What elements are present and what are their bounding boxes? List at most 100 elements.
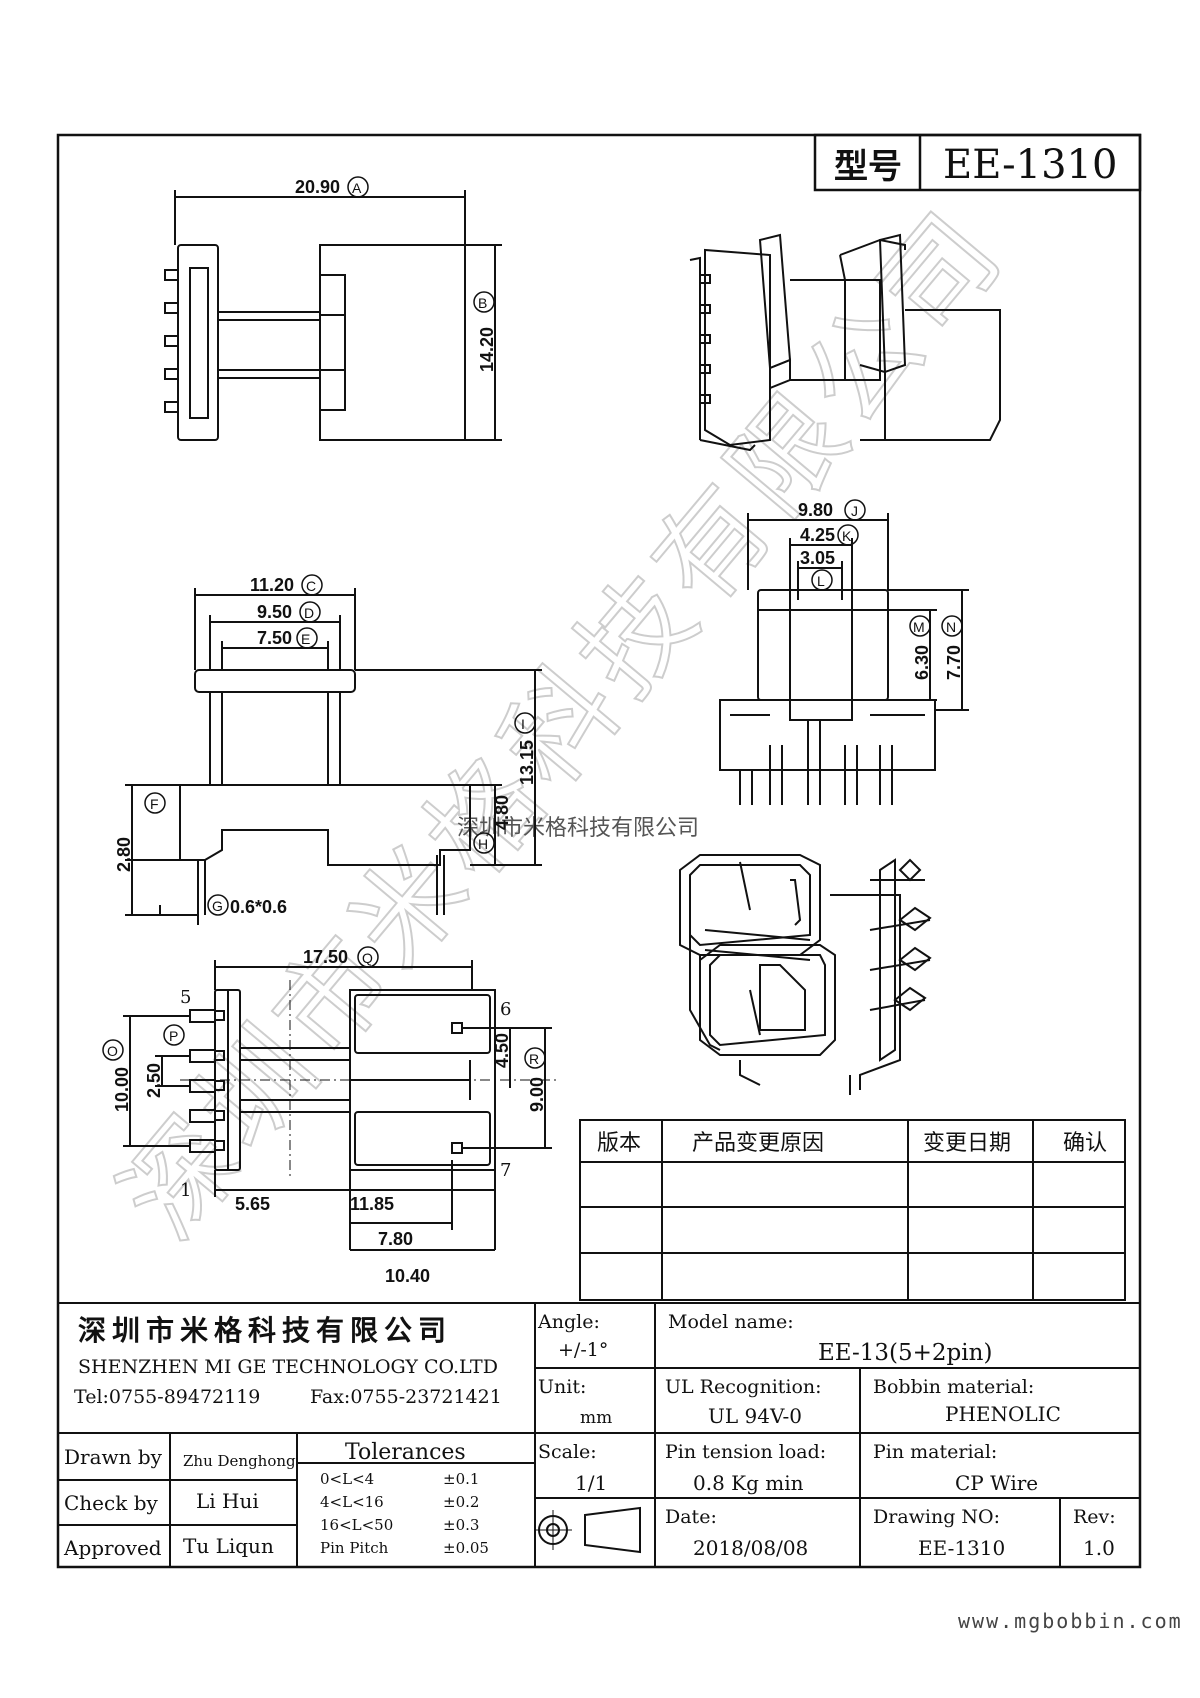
center-watermark: 深圳市米格科技有限公司 (457, 816, 699, 841)
unit-value: mm (580, 1408, 612, 1428)
dim-c: 11.20 (250, 575, 294, 595)
ul-label: UL Recognition: (665, 1376, 822, 1398)
dim-h-tag: H (478, 836, 488, 852)
dim-i: 13.15 (517, 740, 537, 785)
tol-value-0: ±0.1 (443, 1470, 479, 1488)
diagonal-watermark: 深圳市米格科技有限公司 (97, 185, 1029, 1262)
dim-t: 5.65 (235, 1194, 270, 1214)
dim-v: 7.80 (378, 1229, 413, 1249)
dim-b: 14.20 (477, 327, 497, 372)
website: www.mgbobbin.com (958, 1609, 1183, 1633)
tol-value-3: ±0.05 (443, 1539, 489, 1557)
drawn-by-value: Zhu Denghong (183, 1452, 296, 1470)
dim-m-tag: M (913, 619, 925, 635)
dim-a: 20.90 (295, 177, 340, 197)
watermark: 深圳市米格科技有限公司 (96, 184, 1030, 1263)
top-view (164, 190, 502, 441)
tolerances-title: Tolerances (345, 1440, 466, 1465)
drawing-no-label: Drawing NO: (873, 1506, 1000, 1528)
angle-label: Angle: (537, 1311, 600, 1333)
pin-6-label: 6 (500, 999, 511, 1020)
date-label: Date: (665, 1506, 717, 1528)
dim-r: 9.00 (527, 1077, 547, 1112)
drawn-by-label: Drawn by (64, 1445, 163, 1469)
approved-label: Approved (63, 1536, 162, 1560)
dim-e-tag: E (301, 631, 310, 647)
dim-j: 9.80 (798, 500, 833, 520)
dim-o: 10.00 (112, 1067, 132, 1112)
rev-header-version: 版本 (597, 1131, 641, 1156)
company-name-en: SHENZHEN MI GE TECHNOLOGY CO.LTD (78, 1356, 498, 1378)
dim-n: 7.70 (944, 645, 964, 680)
drawing-no-value: EE-1310 (918, 1536, 1005, 1560)
iso-view-top (689, 233, 1001, 452)
dim-p: 2.50 (144, 1063, 164, 1098)
title-block (58, 1302, 1140, 1567)
dim-r-tag: R (529, 1051, 539, 1067)
dim-k-tag: K (842, 528, 852, 544)
dim-b-tag: B (478, 295, 487, 311)
dim-n-tag: N (946, 619, 956, 635)
company-name-cn: 深圳市米格科技有限公司 (78, 1314, 452, 1347)
tol-range-1: 4<L<16 (320, 1493, 384, 1511)
date-value: 2018/08/08 (693, 1536, 808, 1560)
dim-k: 4.25 (800, 525, 835, 545)
dim-c-tag: C (306, 578, 316, 594)
dim-l: 3.05 (800, 548, 835, 568)
dim-s: 4.50 (492, 1033, 512, 1068)
tension-value: 0.8 Kg min (693, 1471, 804, 1495)
dim-d-tag: D (304, 605, 314, 621)
front-view (719, 513, 969, 805)
model-name-value: EE-13(5+2pin) (818, 1340, 992, 1366)
angle-value: +/-1° (558, 1339, 608, 1361)
company-fax: Fax:0755-23721421 (310, 1386, 502, 1408)
frame (56, 133, 1142, 1569)
dim-g-tag: G (212, 898, 223, 914)
pin-material-value: CP Wire (955, 1471, 1038, 1495)
dim-u: 11.85 (350, 1194, 394, 1214)
dim-f-tag: F (150, 796, 159, 812)
tol-range-3: Pin Pitch (320, 1539, 389, 1557)
dim-g: 0.6*0.6 (230, 897, 287, 917)
model-label: 型号 (834, 147, 902, 187)
tension-label: Pin tension load: (665, 1441, 826, 1463)
rev-label: Rev: (1073, 1506, 1116, 1528)
dim-l-tag: L (817, 573, 825, 589)
dim-h: 4.80 (492, 795, 512, 830)
ul-value: UL 94V-0 (708, 1404, 802, 1428)
side-view (125, 588, 542, 925)
rev-value: 1.0 (1083, 1536, 1115, 1560)
tol-range-2: 16<L<50 (320, 1516, 393, 1534)
dim-d: 9.50 (257, 602, 292, 622)
rev-header-confirm: 确认 (1063, 1131, 1107, 1156)
iso-view-bottom (679, 854, 932, 1095)
rev-header-date: 变更日期 (923, 1131, 1011, 1156)
tol-range-0: 0<L<4 (320, 1470, 374, 1488)
dim-w: 10.40 (385, 1266, 430, 1286)
scale-label: Scale: (538, 1441, 597, 1463)
dim-f-value: 2.80 (114, 837, 134, 872)
tol-value-1: ±0.2 (443, 1493, 479, 1511)
rev-header-reason: 产品变更原因 (692, 1131, 824, 1156)
bottom-view (123, 960, 560, 1251)
dim-o-tag: O (107, 1043, 118, 1059)
dim-q-tag: Q (362, 950, 373, 966)
pin-5-label: 5 (180, 987, 191, 1008)
dim-e: 7.50 (257, 628, 292, 648)
pin-material-label: Pin material: (873, 1441, 997, 1463)
check-by-value: Li Hui (196, 1489, 259, 1513)
pin-1-label: 1 (180, 1180, 191, 1201)
dim-q: 17.50 (303, 947, 348, 967)
pin-7-label: 7 (500, 1160, 511, 1181)
dim-p-tag: P (169, 1028, 178, 1044)
dim-j-tag: J (851, 503, 858, 519)
unit-label: Unit: (538, 1376, 586, 1398)
bobbin-value: PHENOLIC (945, 1402, 1061, 1426)
model-name-label: Model name: (668, 1311, 794, 1333)
approved-value: Tu Liqun (183, 1534, 274, 1558)
dim-i-tag: I (521, 716, 525, 732)
dim-m: 6.30 (912, 645, 932, 680)
tol-value-2: ±0.3 (443, 1516, 479, 1534)
bobbin-label: Bobbin material: (873, 1376, 1034, 1398)
